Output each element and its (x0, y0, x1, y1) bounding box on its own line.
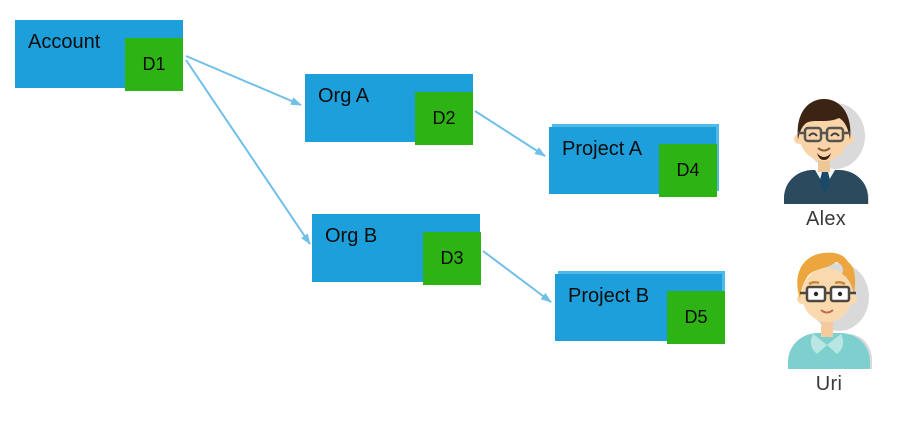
badge-d2: D2 (415, 92, 473, 145)
node-project-a: Project A D4 (549, 127, 717, 197)
user-alex: Alex (781, 92, 871, 231)
edge-account-to-org-a (185, 55, 302, 106)
user-uri: Uri (784, 249, 874, 396)
badge-d1: D1 (125, 38, 183, 91)
badge-d5: D5 (667, 291, 725, 344)
node-org-b: Org B D3 (312, 214, 481, 285)
node-org-a: Org A D2 (305, 74, 473, 145)
edge-org-a-to-project-a (474, 110, 546, 157)
avatar-uri-icon (788, 252, 872, 369)
node-project-b-label: Project B (568, 285, 650, 307)
edge-org-b-to-project-b (482, 250, 552, 303)
badge-d3: D3 (423, 232, 481, 285)
node-project-a-label: Project A (562, 138, 643, 160)
user-alex-name: Alex (805, 208, 847, 230)
badge-d4: D4 (659, 144, 717, 197)
node-account-label: Account (28, 31, 101, 53)
avatar-alex-icon (784, 99, 869, 204)
user-uri-name: Uri (815, 373, 843, 395)
node-org-a-label: Org A (318, 85, 370, 107)
node-project-b: Project B D5 (555, 274, 725, 344)
node-org-b-label: Org B (325, 225, 378, 247)
node-account: Account D1 (15, 20, 183, 91)
edge-account-to-org-b (185, 59, 311, 245)
